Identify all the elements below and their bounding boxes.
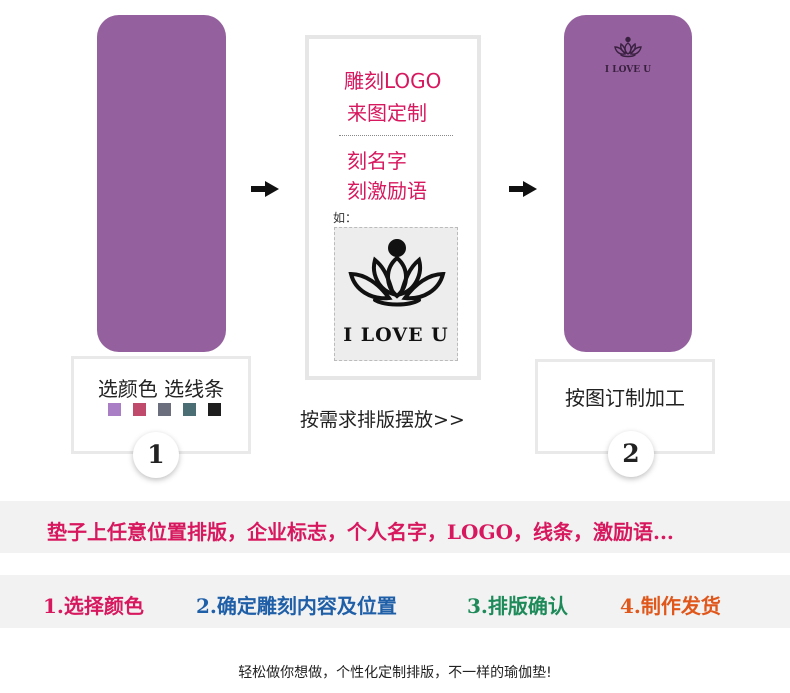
step-number-1: 1 bbox=[133, 432, 179, 478]
layout-caption: 按需求排版摆放>> bbox=[300, 409, 465, 431]
mat-preview-engraved bbox=[564, 15, 692, 352]
color-select-title: 选颜色 选线条 bbox=[97, 377, 225, 401]
step-label-1: 1.选择颜色 bbox=[43, 594, 144, 618]
engraved-text: I LOVE U bbox=[604, 65, 652, 75]
step-label-3: 3.排版确认 bbox=[467, 594, 568, 618]
step-number-2: 2 bbox=[608, 431, 654, 477]
lotus-icon bbox=[614, 36, 642, 58]
tagline-text: 垫子上任意位置排版，企业标志，个人名字，LOGO，线条，激励语... bbox=[47, 520, 674, 544]
arrow-right-icon bbox=[509, 181, 537, 197]
step-label-2: 2.确定雕刻内容及位置 bbox=[196, 594, 397, 618]
divider bbox=[339, 135, 453, 136]
color-swatch[interactable] bbox=[133, 403, 146, 416]
engrave-logo-text: 雕刻LOGO bbox=[344, 69, 442, 93]
step-label-4: 4.制作发货 bbox=[620, 594, 721, 618]
example-label: 如： bbox=[333, 211, 358, 225]
footer-slogan: 轻松做你想做，个性化定制排版，不一样的瑜伽垫! bbox=[238, 665, 552, 681]
color-swatch[interactable] bbox=[158, 403, 171, 416]
custom-image-text: 来图定制 bbox=[347, 101, 427, 125]
color-swatch[interactable] bbox=[208, 403, 221, 416]
color-swatch[interactable] bbox=[183, 403, 196, 416]
color-swatch[interactable] bbox=[108, 403, 121, 416]
engrave-options-card: 雕刻LOGO 来图定制 刻名字 刻激励语 如： I LOVE U bbox=[305, 35, 481, 380]
lotus-icon bbox=[348, 239, 446, 307]
arrow-right-icon bbox=[251, 181, 279, 197]
custom-process-title: 按图订制加工 bbox=[565, 386, 685, 410]
sample-text: I LOVE U bbox=[343, 324, 449, 346]
engrave-name-text: 刻名字 bbox=[347, 149, 407, 173]
color-swatches bbox=[108, 403, 221, 416]
engrave-slogan-text: 刻激励语 bbox=[347, 179, 427, 203]
steps-band bbox=[0, 575, 790, 628]
sample-design: I LOVE U bbox=[334, 227, 458, 361]
mat-preview-plain bbox=[97, 15, 226, 352]
tagline-band bbox=[0, 501, 790, 553]
